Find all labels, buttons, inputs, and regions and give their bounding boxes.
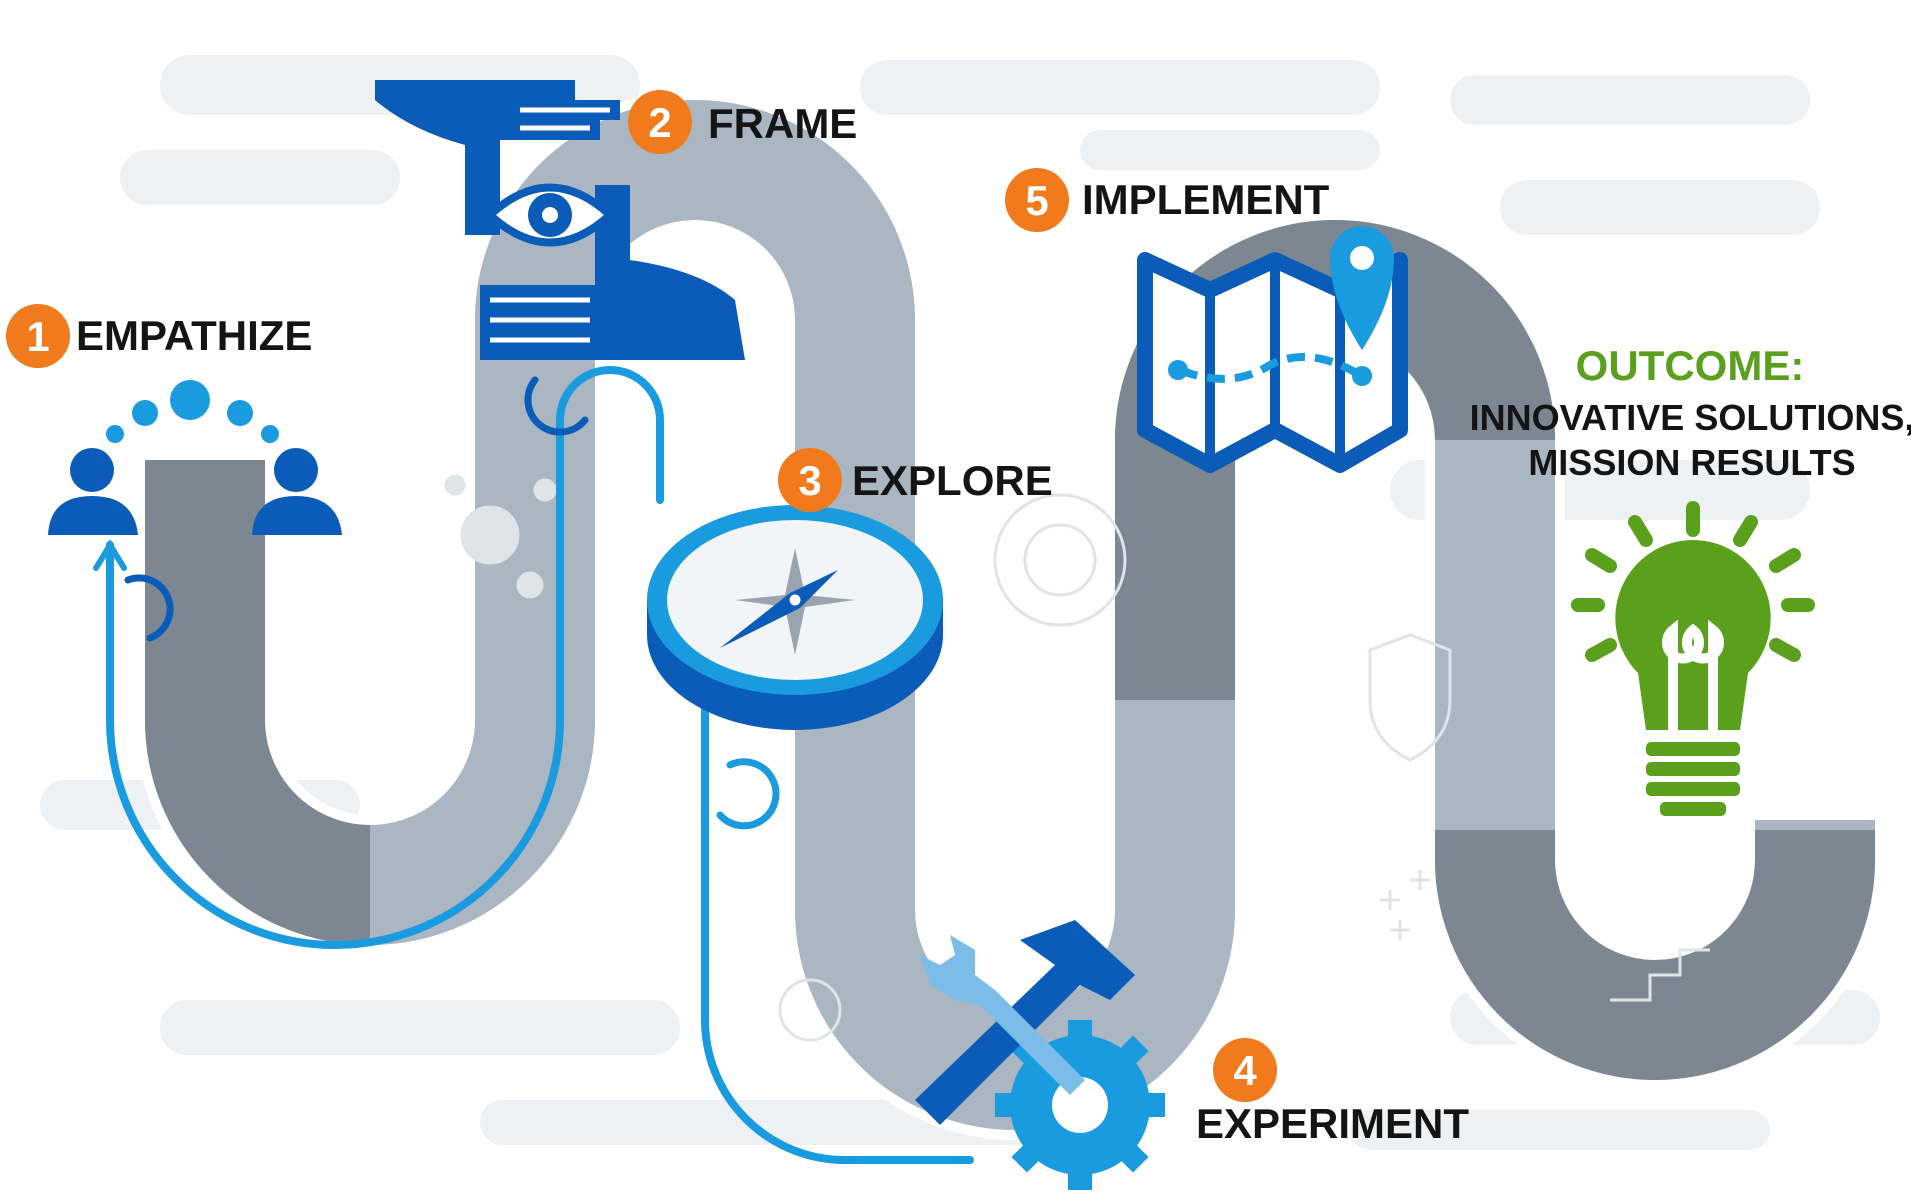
step-explore: 3 EXPLORE — [647, 448, 1053, 730]
cycle-arrows — [124, 376, 780, 830]
step-3-label: EXPLORE — [852, 457, 1053, 504]
people-icon — [48, 380, 342, 535]
step-2-badge — [628, 90, 692, 154]
step-1-number: 1 — [26, 313, 49, 360]
outcome: OUTCOME: INNOVATIVE SOLUTIONS, MISSION R… — [1470, 342, 1911, 816]
road-decorations — [444, 474, 1710, 1042]
step-4-number: 4 — [1233, 1047, 1257, 1094]
lightbulb-icon — [1571, 501, 1815, 816]
step-1-label: EMPATHIZE — [76, 312, 312, 359]
step-implement: 5 IMPLEMENT — [1005, 168, 1408, 473]
step-1-badge — [6, 304, 70, 368]
step-3-number: 3 — [798, 457, 821, 504]
step-2-number: 2 — [648, 99, 671, 146]
step-5-label: IMPLEMENT — [1082, 176, 1330, 223]
step-3-badge — [778, 448, 842, 512]
guide-path — [93, 366, 974, 1164]
framing-hands-eye-icon — [375, 80, 745, 360]
outcome-line-1: INNOVATIVE SOLUTIONS, — [1470, 397, 1911, 438]
wrench-hammer-gear-icon — [915, 920, 1165, 1190]
outcome-line-2: MISSION RESULTS — [1528, 442, 1855, 483]
step-frame: 2 FRAME — [375, 80, 857, 360]
step-4-label: EXPERIMENT — [1196, 1100, 1469, 1147]
step-2-label: FRAME — [708, 100, 857, 147]
step-experiment: 4 EXPERIMENT — [915, 920, 1469, 1190]
step-5-badge — [1005, 168, 1069, 232]
compass-icon — [647, 505, 943, 730]
step-5-number: 5 — [1025, 177, 1048, 224]
winding-road — [135, 90, 1885, 1140]
outcome-title: OUTCOME: — [1576, 342, 1805, 389]
map-pin-icon — [1137, 226, 1408, 473]
step-empathize: 1 EMPATHIZE — [6, 304, 342, 535]
step-4-badge — [1213, 1038, 1277, 1102]
